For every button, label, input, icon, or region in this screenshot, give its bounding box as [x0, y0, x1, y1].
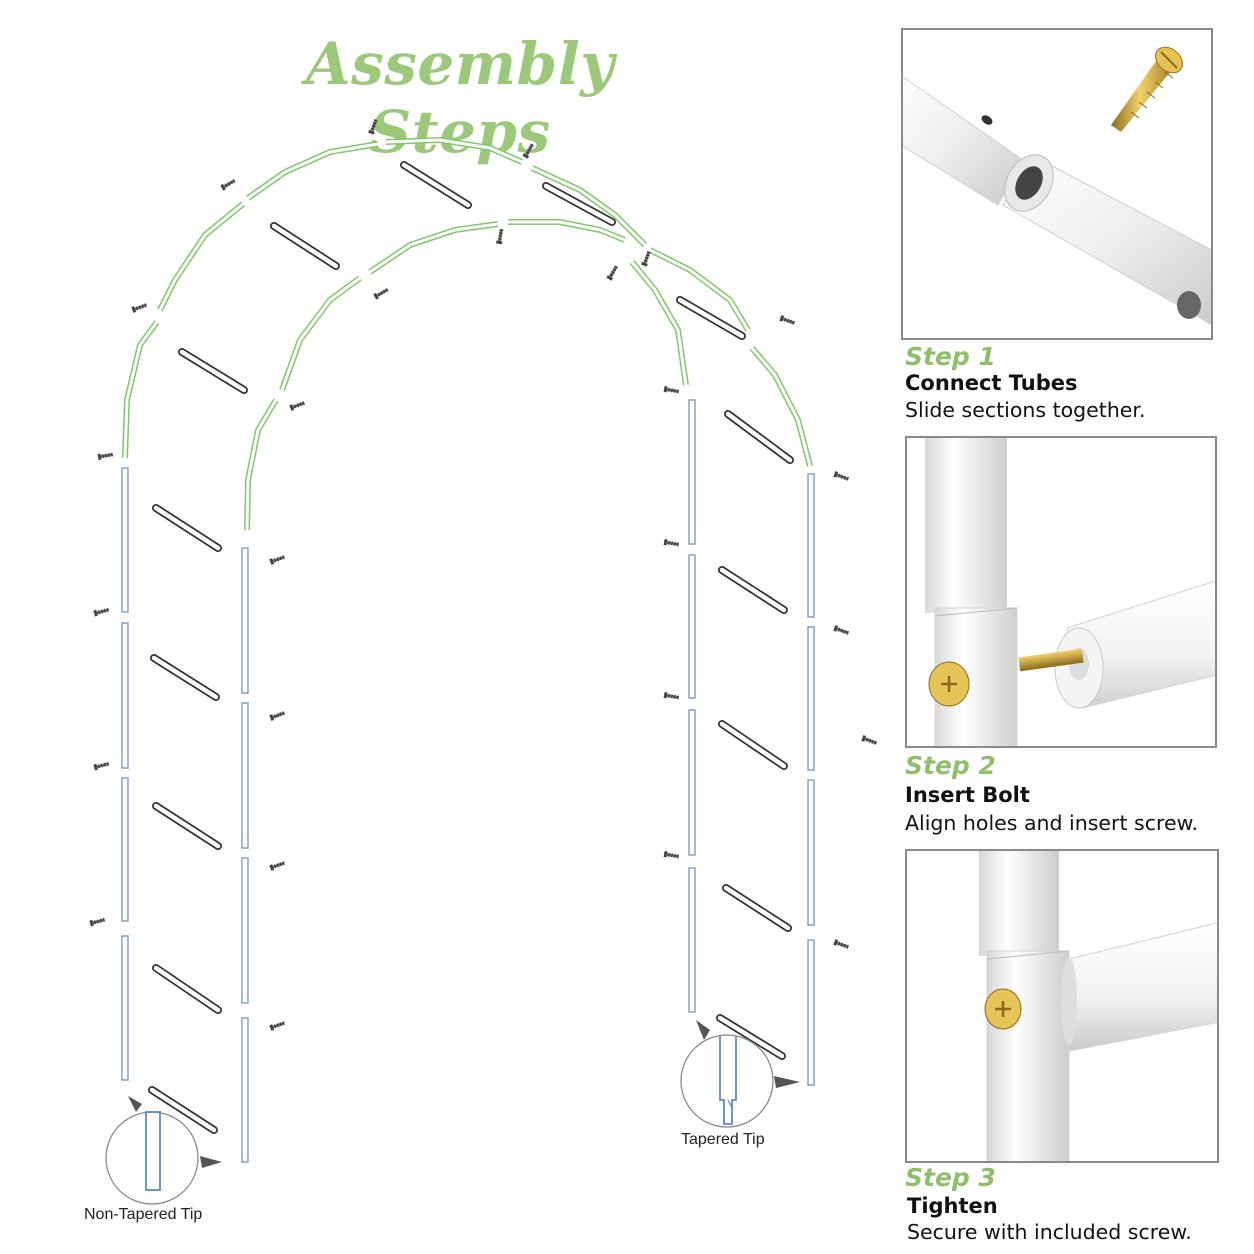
post-tube-segment	[241, 702, 249, 849]
screw-icon	[663, 539, 680, 547]
post-tube-segment	[241, 857, 249, 1004]
screw-icon	[373, 288, 389, 300]
screw-icon	[779, 315, 795, 325]
arch-tube-segment	[279, 275, 362, 392]
post-tube-segment	[121, 777, 129, 922]
screw-icon	[833, 625, 849, 635]
screw-icon	[861, 735, 877, 745]
step-2-title: Insert Bolt	[905, 783, 1030, 807]
screw-icon	[93, 607, 110, 617]
step-2-label: Step 2	[905, 751, 996, 780]
screw-icon	[131, 303, 147, 313]
pointer-arrow-icon	[200, 1156, 222, 1168]
crossbar-rods	[148, 161, 794, 1134]
screw-icon	[663, 692, 680, 700]
post-tube-segment	[121, 935, 129, 1081]
screw-icon	[97, 452, 114, 460]
post-tube-segment	[121, 622, 129, 769]
screw-icon	[663, 851, 680, 859]
step-3-photo	[905, 849, 1219, 1163]
screw-icon	[269, 1021, 285, 1031]
screw-icon	[984, 988, 1022, 1030]
step-1-photo	[901, 28, 1213, 340]
screw-icon	[89, 917, 106, 927]
screw-icon	[833, 471, 849, 481]
arch-tube-segment	[157, 201, 245, 312]
post-tube-segment	[807, 779, 815, 926]
post-tube-segment	[688, 554, 696, 699]
screw-icon	[269, 711, 285, 721]
post-tubes	[121, 399, 815, 1163]
post-tube-segment	[807, 626, 815, 771]
non-tapered-tip-caption: Non-Tapered Tip	[84, 1206, 203, 1223]
arch-tube-segment	[368, 221, 499, 275]
step-3-description: Secure with included screw.	[907, 1220, 1192, 1244]
arch-tube-segment	[246, 141, 379, 201]
screw-parts	[89, 119, 877, 1031]
screw-icon	[663, 386, 680, 394]
pointer-arrow-icon	[128, 1096, 142, 1112]
screw-icon	[928, 648, 1084, 707]
screw-icon	[220, 179, 236, 191]
pointer-arrow-icon	[696, 1020, 710, 1040]
tapered-tip-detail	[680, 1020, 800, 1128]
screw-icon	[641, 251, 651, 267]
screw-icon	[289, 401, 305, 411]
screw-icon	[269, 861, 285, 871]
post-tube-segment	[807, 473, 815, 618]
pointer-arrow-icon	[774, 1076, 800, 1088]
arch-tube-segment	[749, 346, 813, 467]
screw-icon	[522, 143, 534, 159]
screw-icon	[833, 939, 849, 949]
screw-icon	[1111, 46, 1183, 132]
non-tapered-tip-detail	[105, 1096, 222, 1205]
screw-icon	[93, 761, 110, 771]
arch-tube-segment	[648, 247, 751, 332]
post-tube-segment	[688, 399, 696, 545]
step-1-description: Slide sections together.	[905, 398, 1146, 422]
post-tube-segment	[241, 1017, 249, 1163]
post-tube-segment	[241, 547, 249, 694]
screw-icon	[606, 265, 618, 281]
step-2-photo	[905, 436, 1217, 748]
step-3-title: Tighten	[907, 1194, 998, 1218]
arch-tubes	[122, 137, 813, 531]
screw-icon	[269, 555, 285, 565]
step-1-title: Connect Tubes	[905, 371, 1078, 395]
post-tube-segment	[807, 939, 815, 1086]
step-1-label: Step 1	[905, 342, 996, 371]
post-tube-segment	[688, 709, 696, 856]
arch-tube-segment	[629, 260, 689, 386]
post-tube-segment	[688, 867, 696, 1013]
screw-icon	[496, 228, 504, 245]
page-title: Assembly Steps	[305, 30, 615, 166]
post-tube-segment	[121, 467, 129, 613]
screw-icon	[368, 119, 378, 135]
step-2-description: Align holes and insert screw.	[905, 811, 1198, 835]
step-3-label: Step 3	[905, 1163, 996, 1192]
tapered-tip-caption: Tapered Tip	[681, 1131, 765, 1148]
arch-exploded-diagram	[89, 119, 877, 1205]
